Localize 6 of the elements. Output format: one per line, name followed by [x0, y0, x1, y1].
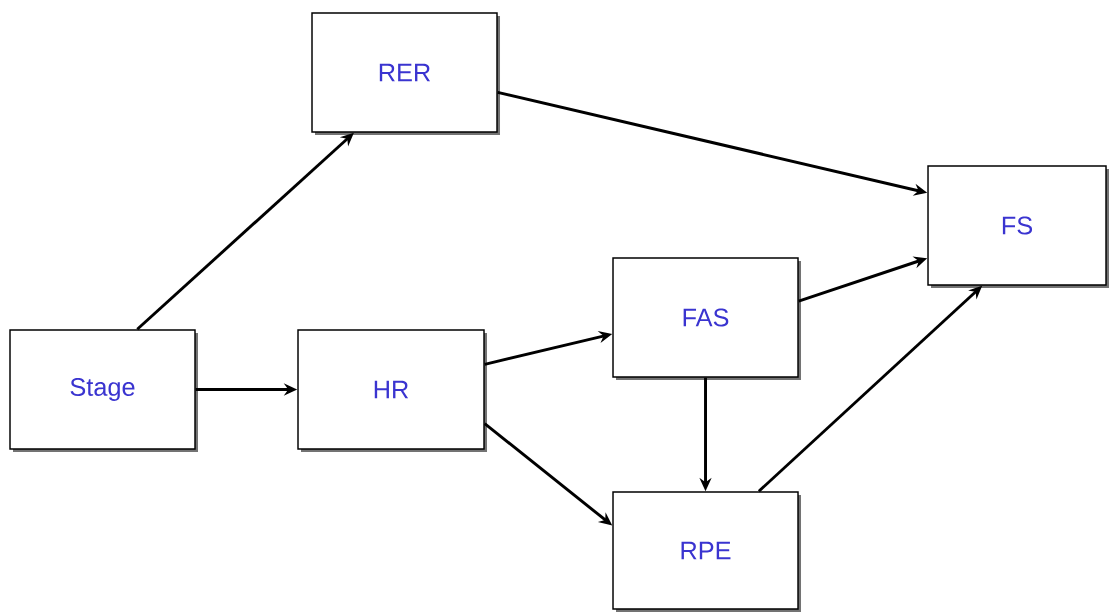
process-box: RPE	[612, 491, 801, 612]
process-box: Stage	[9, 329, 198, 452]
process-box: RER	[311, 12, 500, 135]
process-box: HR	[297, 329, 487, 452]
process-box: FS	[927, 165, 1109, 288]
process-box: FAS	[612, 257, 801, 380]
